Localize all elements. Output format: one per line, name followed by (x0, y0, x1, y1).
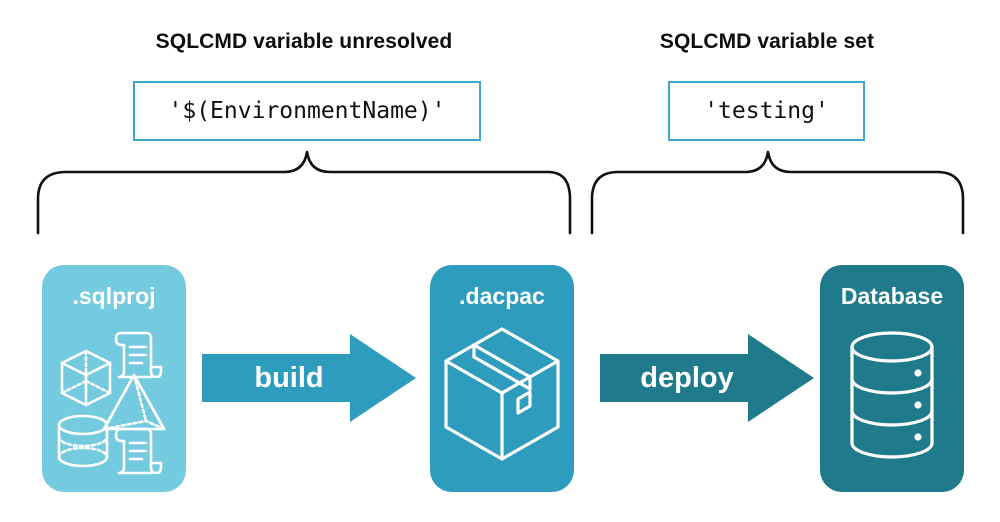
stage-label-dacpac: .dacpac (459, 283, 545, 309)
scroll-icon (114, 331, 163, 379)
database-cylinder-icon (850, 331, 934, 459)
arrow-label-build: build (254, 361, 324, 394)
pyramid-icon (102, 373, 166, 431)
dacpac-artwork (444, 327, 560, 461)
package-box-icon (444, 327, 560, 461)
arrow-label-deploy: deploy (640, 361, 734, 394)
sqlproj-artwork (57, 331, 166, 475)
sqlcmd-value-box-unresolved: '$(EnvironmentName)' (133, 81, 481, 141)
stage-box-sqlproj: .sqlproj (42, 265, 186, 492)
stage-box-dacpac: .dacpac (430, 265, 574, 492)
arrow-build: build (202, 334, 416, 422)
scroll-icon (114, 427, 163, 475)
phase-heading-deploy: SQLCMD variable set (659, 30, 875, 53)
database-artwork (850, 331, 934, 459)
arrow-deploy: deploy (600, 334, 814, 422)
stage-box-database: Database (820, 265, 964, 492)
brace-build-phase (36, 150, 572, 235)
cube-icon (60, 349, 112, 407)
build-arrow-shape (202, 334, 416, 422)
cylinder-icon (57, 414, 109, 468)
brace-deploy-phase (590, 150, 965, 235)
sqlcmd-value-box-set: 'testing' (668, 81, 865, 141)
stage-label-database: Database (840, 283, 944, 309)
phase-heading-build: SQLCMD variable unresolved (155, 30, 453, 53)
stage-label-sqlproj: .sqlproj (72, 283, 156, 309)
deploy-arrow-shape (600, 334, 814, 422)
